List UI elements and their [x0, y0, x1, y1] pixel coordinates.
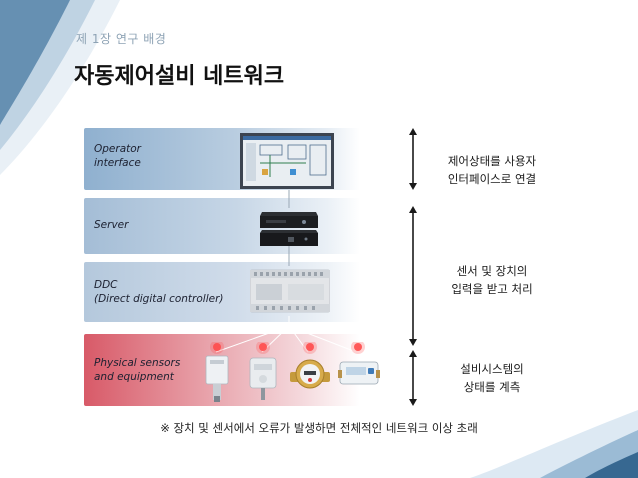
description-operator: 제어상태를 사용자 인터페이스로 연결: [432, 152, 552, 188]
ddc-controller-icon: [250, 269, 330, 313]
description-sensors: 설비시스템의 상태를 계측: [432, 360, 552, 396]
description-line: 입력을 받고 처리: [451, 282, 533, 296]
double-arrow-icon: [409, 206, 417, 346]
double-arrow-icon: [409, 128, 417, 190]
page-title: 자동제어설비 네트워크: [74, 64, 285, 89]
monitor-icon: [240, 133, 334, 189]
server-icon: [260, 212, 318, 246]
layer-label: Physical sensors and equipment: [94, 357, 181, 383]
description-line: 설비시스템의: [460, 362, 524, 376]
section-subtitle: 제 1장 연구 배경: [76, 32, 167, 46]
layer-label: Operator interface: [94, 143, 141, 169]
footnote: ※ 장치 및 센서에서 오류가 발생하면 전체적인 네트워크 이상 초래: [160, 421, 478, 435]
double-arrow-icon: [409, 350, 417, 406]
temperature-sensor-icon: [249, 342, 277, 400]
water-meter-icon: [290, 342, 330, 389]
description-line: 센서 및 장치의: [456, 264, 528, 278]
layer-label: DDC (Direct digital controller): [94, 279, 224, 305]
description-ddc: 센서 및 장치의 입력을 받고 처리: [432, 262, 552, 298]
description-line: 상태를 계측: [463, 380, 521, 394]
layer-label: Server: [94, 219, 129, 231]
description-line: 제어상태를 사용자: [447, 154, 537, 168]
flow-meter-icon: [338, 342, 380, 385]
description-line: 인터페이스로 연결: [447, 172, 537, 186]
humidity-sensor-icon: [205, 342, 229, 402]
